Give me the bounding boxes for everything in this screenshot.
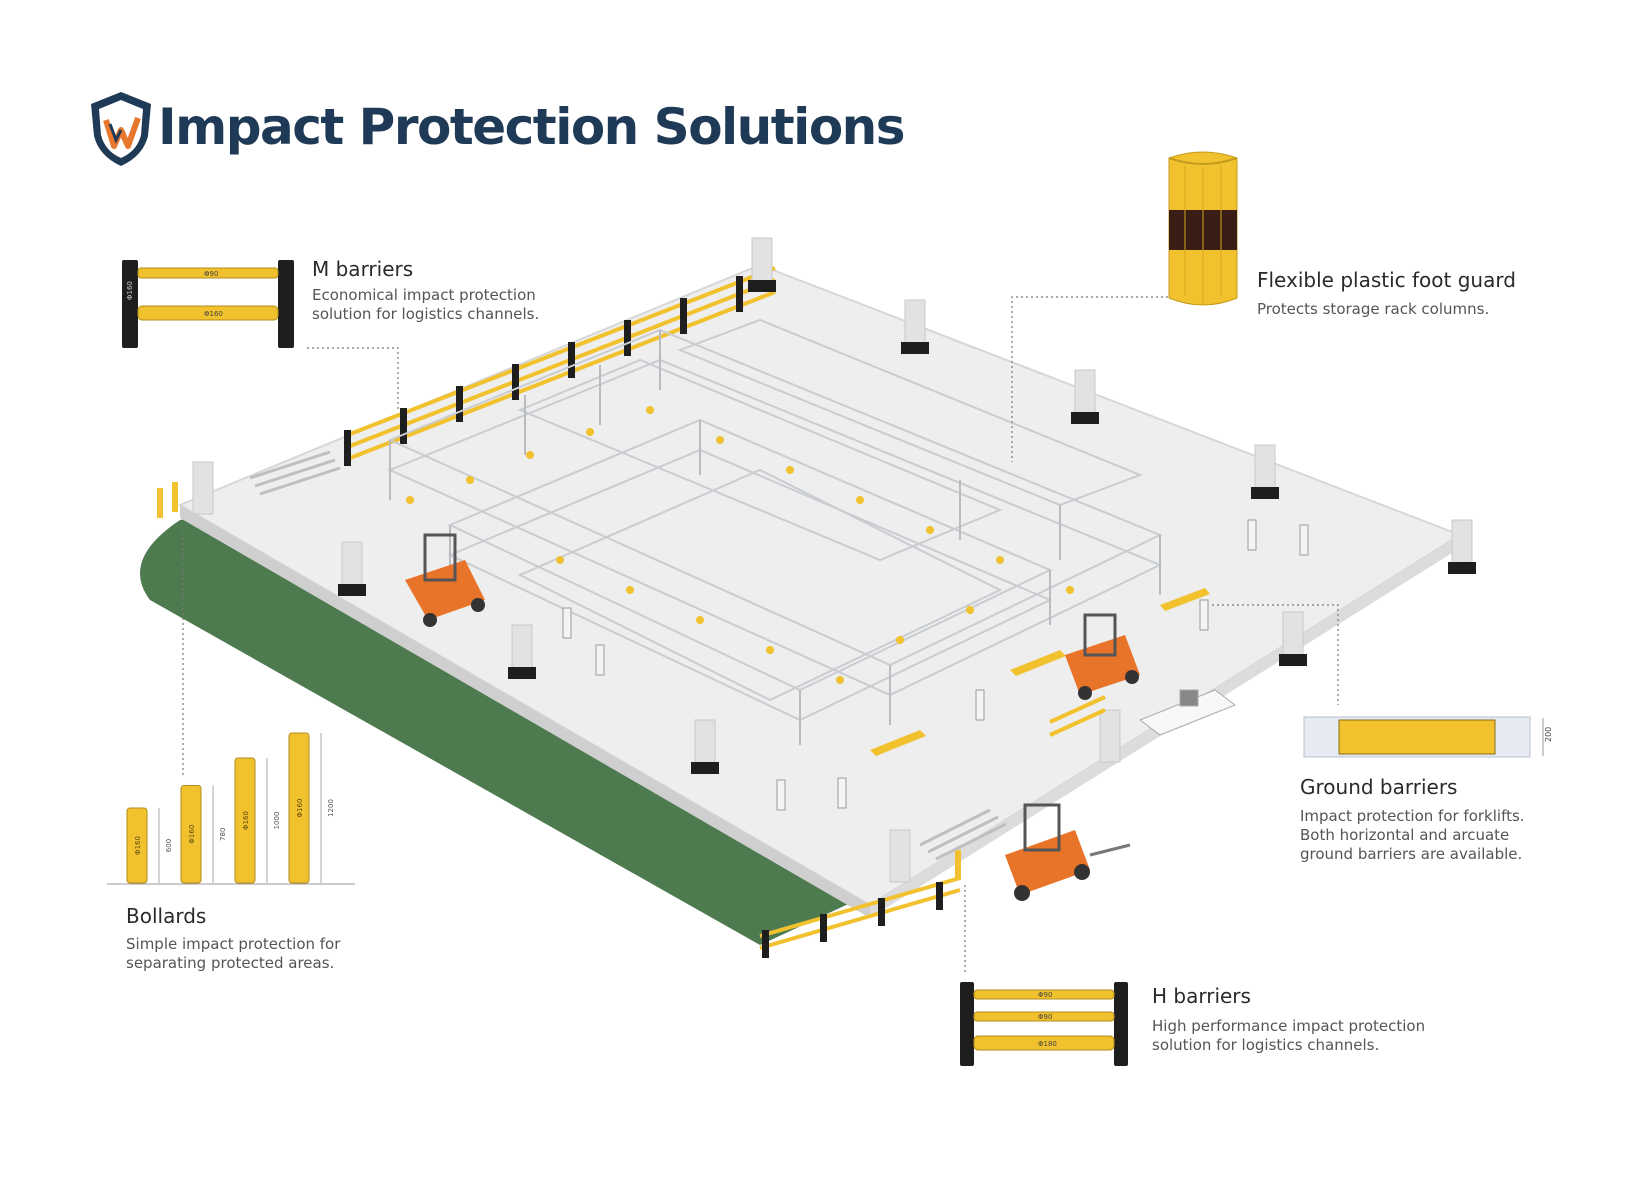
- m-dim-bottom: Φ160: [204, 310, 223, 318]
- ground-dim-height: 200: [1544, 727, 1553, 742]
- h-dim-mid: Φ90: [1038, 1013, 1052, 1021]
- forklift-2: [1065, 613, 1140, 700]
- bollard-diameter-3: Φ160: [242, 811, 250, 830]
- h-barrier-product: Φ90 Φ90 Φ180: [960, 982, 1128, 1066]
- bollard-1: [126, 807, 148, 884]
- m-barriers-desc-1: Economical impact protection: [312, 286, 536, 304]
- rack-foot-guards: [406, 406, 1074, 684]
- h-barriers-title: H barriers: [1152, 984, 1251, 1008]
- m-barriers-desc-2: solution for logistics channels.: [312, 305, 540, 323]
- side-fence: [1049, 695, 1106, 737]
- column-guards: [338, 280, 1476, 774]
- foot-guard-product: [1168, 151, 1238, 306]
- foot-guard-title: Flexible plastic foot guard: [1257, 268, 1516, 292]
- back-fence-posts: [344, 276, 743, 466]
- ground-barriers-illus: [870, 588, 1210, 756]
- bollards-title: Bollards: [126, 904, 207, 928]
- ground-barriers-desc-3: ground barriers are available.: [1300, 845, 1523, 863]
- bollard-4: [288, 732, 310, 884]
- green-lane: [140, 510, 900, 945]
- m-barrier-product: Φ90 Φ160 Φ160: [122, 260, 294, 348]
- bollards-desc-1: Simple impact protection for: [126, 935, 341, 953]
- rack-uprights: [389, 330, 1161, 745]
- h-barriers-desc-1: High performance impact protection: [1152, 1017, 1426, 1035]
- crosswalk-right: [919, 808, 1007, 861]
- forklift-3: [1005, 803, 1131, 901]
- back-fence: [344, 266, 776, 462]
- bollard-height-4: 1200: [327, 799, 335, 817]
- front-fence-posts: [762, 882, 943, 958]
- bollard-height-3: 1000: [273, 812, 281, 830]
- foot-guard-desc: Protects storage rack columns.: [1257, 300, 1490, 318]
- shield-logo-icon: [91, 92, 151, 166]
- corner-bollards: [157, 482, 961, 880]
- bollards-desc-2: separating protected areas.: [126, 954, 335, 972]
- bollard-height-1: 600: [165, 839, 173, 852]
- office-area: [1138, 689, 1237, 736]
- building-columns: [192, 237, 1473, 883]
- h-dim-top: Φ90: [1038, 991, 1052, 999]
- h-barriers-desc-2: solution for logistics channels.: [1152, 1036, 1380, 1054]
- bollard-diameter-1: Φ160: [134, 836, 142, 855]
- front-fence: [759, 876, 961, 950]
- ground-barriers-desc-1: Impact protection for forklifts.: [1300, 807, 1525, 825]
- bollard-3: [234, 757, 256, 884]
- workers: [562, 519, 1309, 811]
- m-dim-top: Φ90: [204, 270, 218, 278]
- forklift-1: [405, 533, 485, 627]
- ground-barriers-desc-2: Both horizontal and arcuate: [1300, 826, 1510, 844]
- bollard-diameter-4: Φ160: [296, 799, 304, 818]
- page-title: Impact Protection Solutions: [158, 98, 906, 156]
- bollard-height-2: 780: [219, 828, 227, 841]
- ground-barriers-title: Ground barriers: [1300, 775, 1458, 799]
- m-dim-post: Φ160: [126, 281, 134, 300]
- bollard-2: [180, 785, 202, 884]
- crosswalk-left: [249, 450, 341, 496]
- ground-barrier-product: 200: [1303, 716, 1553, 758]
- h-dim-bottom: Φ180: [1038, 1040, 1057, 1048]
- m-barriers-title: M barriers: [312, 257, 414, 281]
- bollard-diameter-2: Φ160: [188, 825, 196, 844]
